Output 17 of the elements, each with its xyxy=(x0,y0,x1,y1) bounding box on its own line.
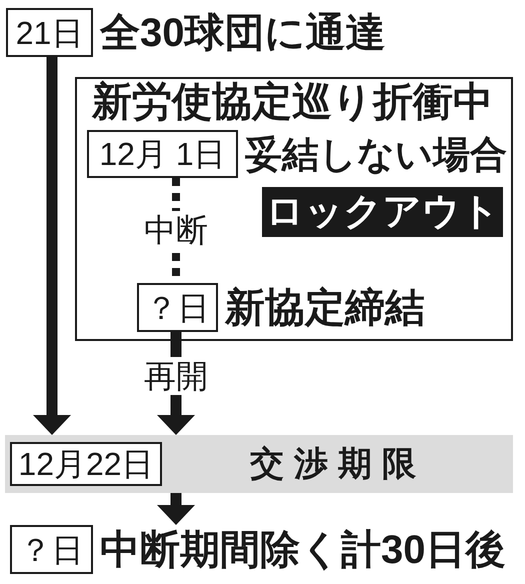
group-box xyxy=(75,77,513,341)
band-title: 交渉期限 xyxy=(249,447,426,481)
date-box: 21日 xyxy=(6,8,93,57)
edge-label: 中断 xyxy=(143,211,209,249)
box-heading: 新労使協定巡り折衝中 xyxy=(92,82,493,122)
highlight-box: ロックアウト xyxy=(262,187,503,237)
event-text: 妥結しない場合 xyxy=(245,136,507,172)
date-box: 12月22日 xyxy=(10,442,162,486)
event-text: 全30球団に通達 xyxy=(100,12,386,52)
arrow xyxy=(157,493,195,525)
date-box: ？日 xyxy=(10,525,93,574)
event-text: 新協定締結 xyxy=(225,288,425,328)
date-box: 12月 1日 xyxy=(87,130,238,178)
event-text: 中断期間除く計30日後 xyxy=(100,530,506,570)
deadline-band xyxy=(5,435,513,493)
arrow xyxy=(33,57,71,435)
date-box: ？日 xyxy=(137,283,218,332)
